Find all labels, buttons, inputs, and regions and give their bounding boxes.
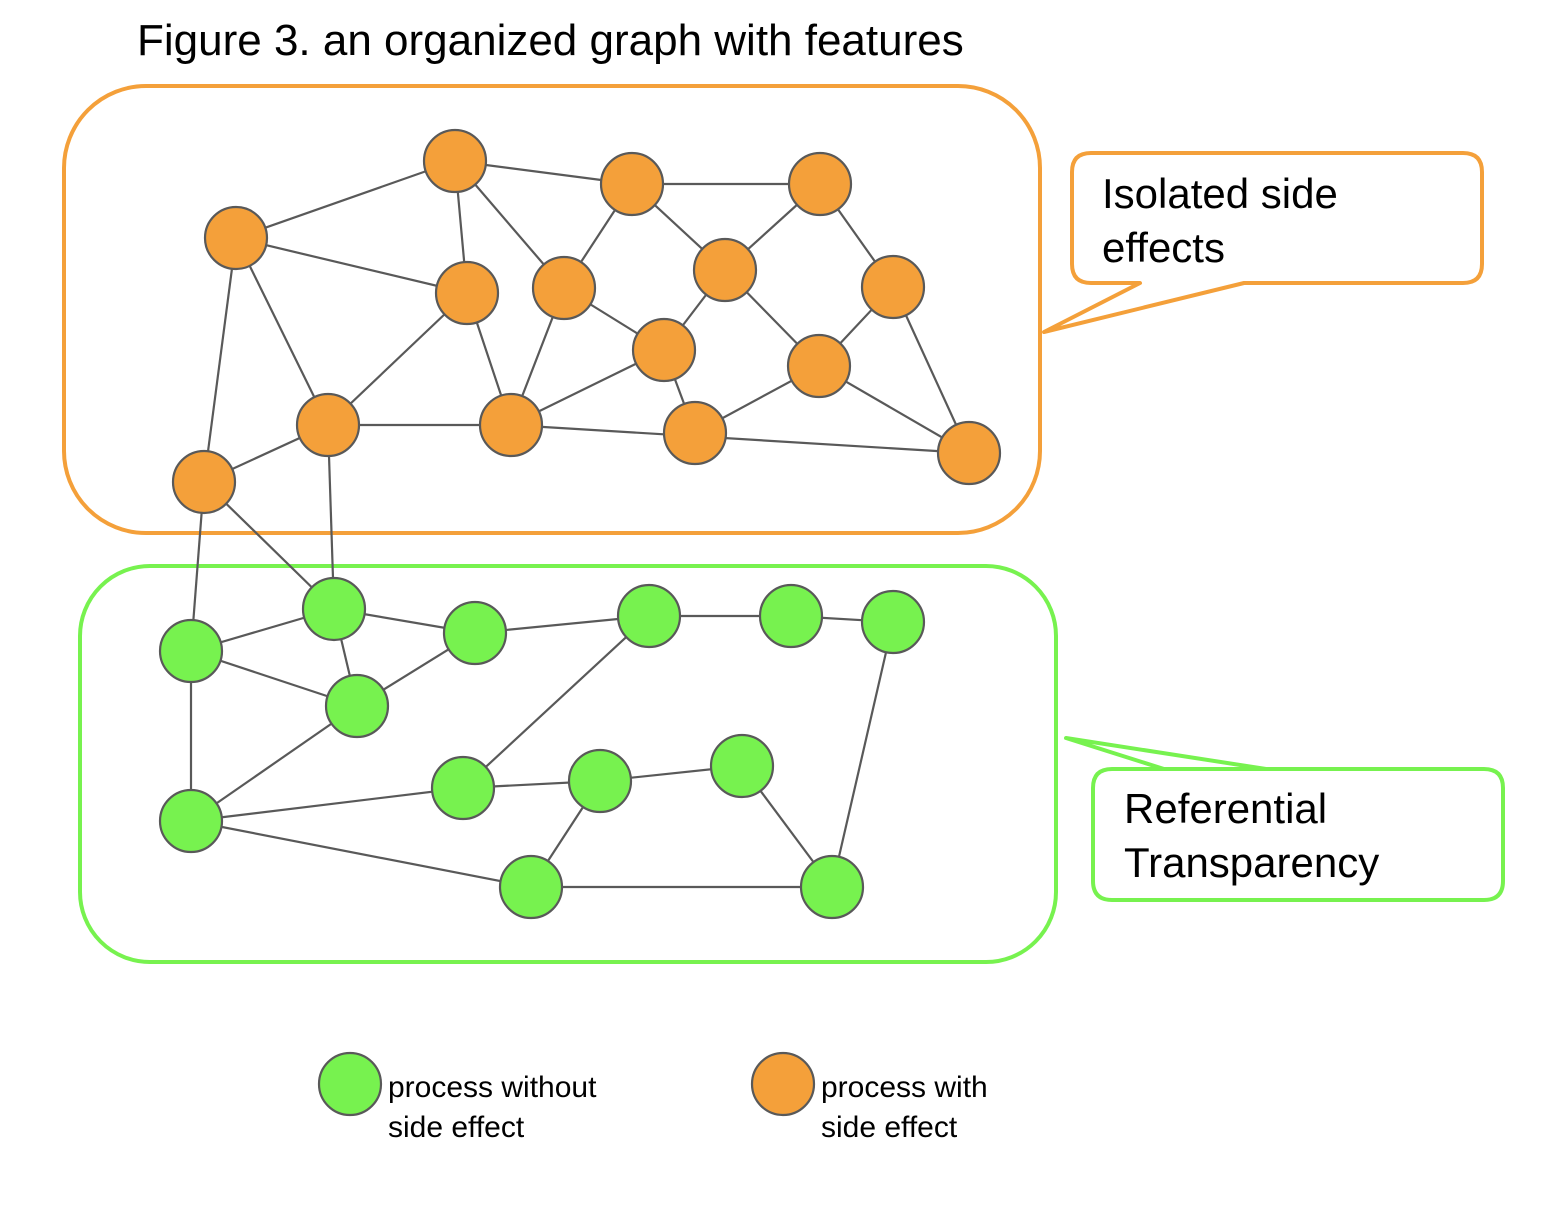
pure-process-node <box>758 583 824 649</box>
figure-title: Figure 3. an organized graph with featur… <box>137 16 964 65</box>
side-effect-process-node <box>662 400 728 466</box>
pure-process-node <box>301 576 367 642</box>
pure-process-node <box>324 673 390 739</box>
side-effect-process-node <box>203 205 269 271</box>
side-effect-process-node <box>692 237 758 303</box>
graph-edge <box>190 819 532 889</box>
isolated-callout-line2: effects <box>1102 224 1225 271</box>
side-effect-process-node <box>787 151 853 217</box>
graph-edge <box>235 236 468 295</box>
pure-process-node <box>158 788 224 854</box>
graph-edge <box>202 237 238 483</box>
referential-callout-line2: Transparency <box>1124 839 1379 886</box>
graph-edge <box>190 705 358 822</box>
side-effect-process-node <box>786 333 852 399</box>
referential-callout-bubble <box>1064 736 1505 902</box>
graph-edge <box>510 423 970 455</box>
side-effect-process-node <box>434 260 500 326</box>
pure-process-node <box>567 748 633 814</box>
pure-process-node <box>860 589 926 655</box>
side-effect-process-node <box>171 449 237 515</box>
pure-process-node <box>709 733 775 799</box>
pure-process-node <box>498 854 564 920</box>
legend-pure-node-icon <box>317 1051 383 1117</box>
pure-process-node <box>616 583 682 649</box>
side-effect-process-node <box>936 420 1002 486</box>
graph-edge <box>235 159 456 240</box>
pure-group-boundary <box>78 564 1058 964</box>
pure-process-node <box>442 600 508 666</box>
legend-side-effect-node-icon <box>750 1051 816 1117</box>
legend-side-effect-line1: process with <box>821 1071 988 1104</box>
side-effect-process-node <box>860 254 926 320</box>
referential-callout-line1: Referential <box>1124 785 1327 832</box>
legend-pure-line1: process without <box>388 1071 597 1104</box>
side-effect-process-node <box>631 317 697 383</box>
side-effect-group-boundary <box>62 84 1042 535</box>
side-effect-process-node <box>422 128 488 194</box>
side-effect-process-node <box>478 392 544 458</box>
side-effect-process-node <box>295 392 361 458</box>
legend-side-effect-line2: side effect <box>821 1111 958 1144</box>
graph-edge <box>462 615 650 789</box>
side-effect-process-node <box>599 151 665 217</box>
graph-edge <box>235 237 329 426</box>
legend: process without side effect process with… <box>317 1051 988 1144</box>
pure-process-node <box>799 854 865 920</box>
isolated-callout-line1: Isolated side <box>1102 170 1338 217</box>
referential-transparency-callout: Referential Transparency <box>1064 736 1505 902</box>
graph-edge <box>830 621 895 888</box>
isolated-callout-bubble <box>1042 151 1484 334</box>
graph-edge <box>190 786 464 823</box>
legend-pure-line2: side effect <box>388 1111 525 1144</box>
pure-process-node <box>158 618 224 684</box>
nodes-layer <box>158 128 1002 920</box>
isolated-side-effects-callout: Isolated side effects <box>1042 151 1484 334</box>
side-effect-process-node <box>531 255 597 321</box>
pure-process-node <box>430 755 496 821</box>
